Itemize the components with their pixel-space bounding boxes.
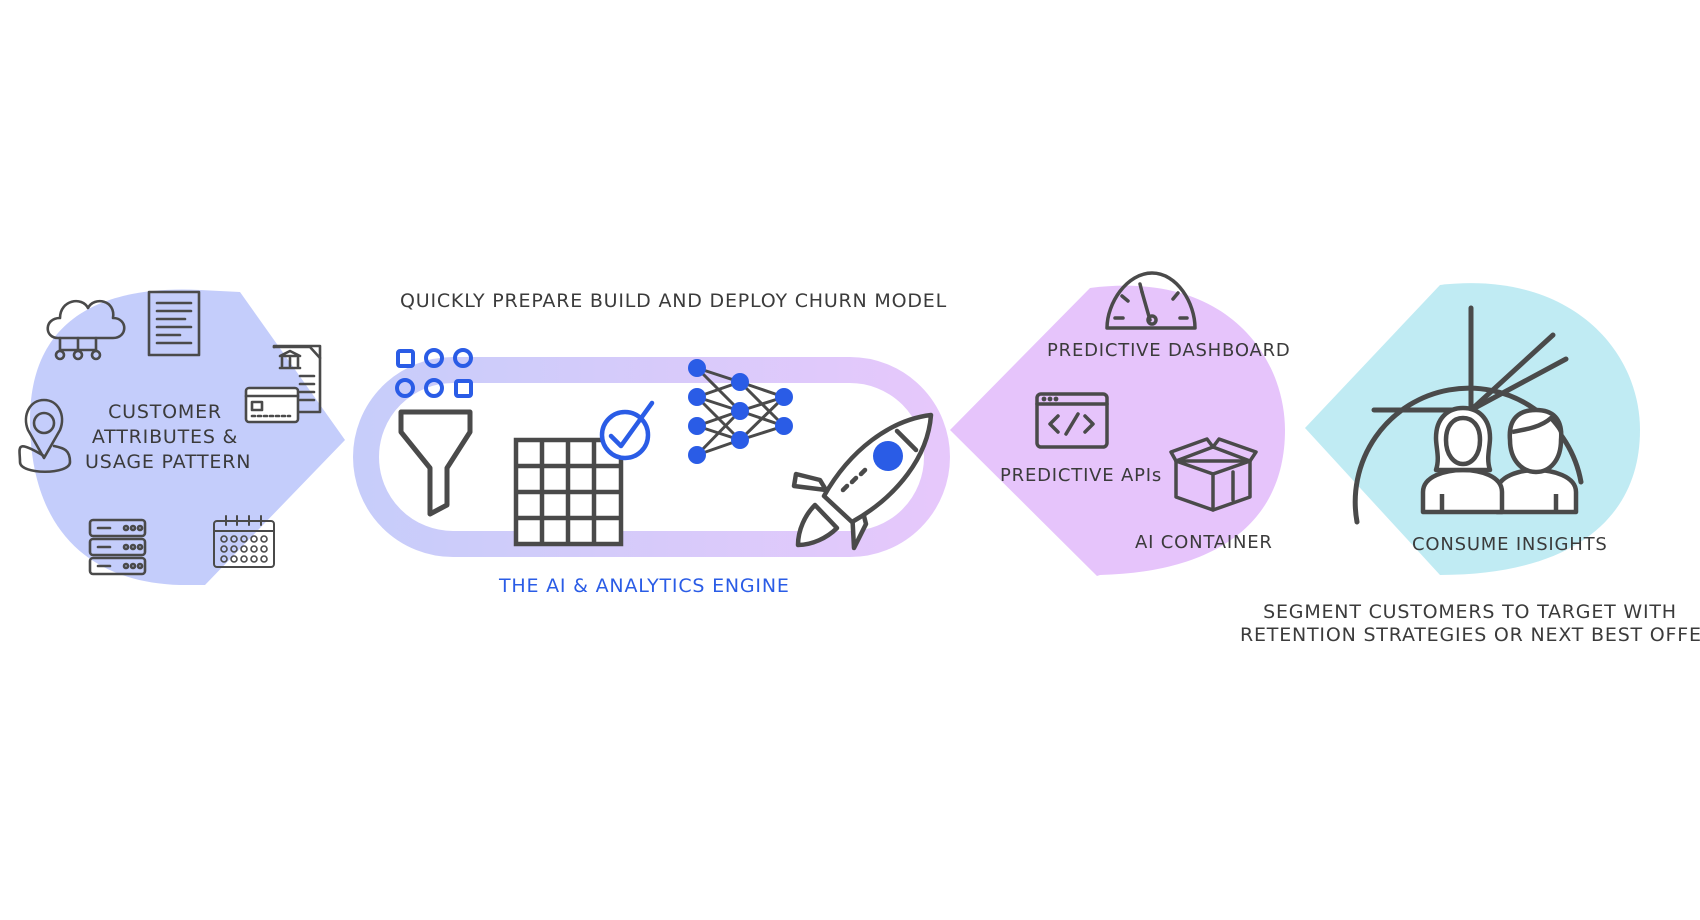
data-sources-label: CUSTOMER ATTRIBUTES & USAGE PATTERN bbox=[85, 400, 252, 475]
bank-statement-icon bbox=[272, 344, 322, 414]
calendar-icon bbox=[213, 515, 275, 568]
predictive-dashboard-label: PREDICTIVE DASHBOARD bbox=[1047, 340, 1291, 361]
box-container-icon bbox=[1169, 437, 1258, 512]
data-grid-dots-icon bbox=[395, 348, 473, 398]
engine-heading: QUICKLY PREPARE BUILD AND DEPLOY CHURN M… bbox=[400, 290, 947, 312]
code-window-icon bbox=[1035, 392, 1109, 449]
segment-note: SEGMENT CUSTOMERS TO TARGET WITH RETENTI… bbox=[1240, 601, 1700, 647]
location-pin-icon bbox=[18, 398, 72, 473]
predictive-apis-label: PREDICTIVE APIs bbox=[1000, 465, 1163, 486]
data-sources-label-line-3: USAGE PATTERN bbox=[85, 451, 252, 473]
data-sources-blob bbox=[30, 289, 345, 585]
ai-container-label: AI CONTAINER bbox=[1135, 532, 1273, 553]
segment-note-line-1: SEGMENT CUSTOMERS TO TARGET WITH bbox=[1263, 601, 1677, 623]
server-icon bbox=[88, 518, 147, 576]
engine-track bbox=[353, 357, 950, 557]
cloud-network-icon bbox=[46, 299, 126, 361]
data-sources-label-line-2: ATTRIBUTES & bbox=[91, 426, 239, 448]
credit-card-icon bbox=[244, 386, 300, 424]
rocket-icon bbox=[791, 412, 934, 551]
table-check-icon bbox=[513, 400, 655, 547]
outputs-blob bbox=[950, 285, 1285, 576]
data-sources-label-line-1: CUSTOMER bbox=[108, 401, 222, 423]
people-icon bbox=[1420, 405, 1579, 515]
code-window-dots bbox=[1041, 396, 1059, 402]
document-icon bbox=[147, 290, 201, 357]
segment-note-line-2: RETENTION STRATEGIES OR NEXT BEST OFFER bbox=[1240, 624, 1700, 646]
filter-funnel-icon bbox=[398, 409, 473, 517]
dashboard-gauge-icon bbox=[1105, 271, 1197, 330]
neural-network-icon bbox=[688, 359, 793, 464]
consume-insights-label: CONSUME INSIGHTS bbox=[1412, 534, 1608, 555]
engine-title: THE AI & ANALYTICS ENGINE bbox=[499, 575, 790, 597]
